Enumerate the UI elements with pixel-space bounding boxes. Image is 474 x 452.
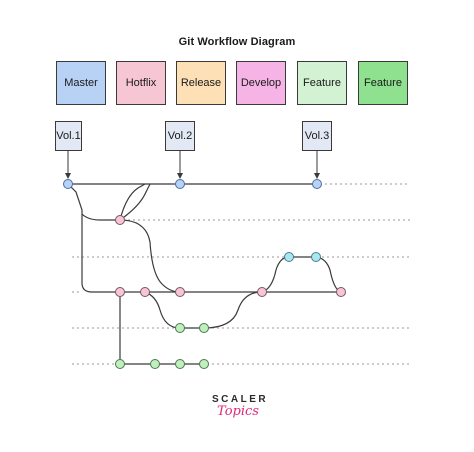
release-node-1 xyxy=(284,252,294,262)
logo-scaler-text: SCALER xyxy=(212,394,269,405)
master-node-vol3 xyxy=(312,179,322,189)
master-to-hotfix xyxy=(81,213,120,221)
feature1-node-1 xyxy=(175,323,185,333)
legend-feature-2: Feature xyxy=(358,61,408,105)
hotfix-to-develop xyxy=(119,219,181,293)
feature1-node-2 xyxy=(199,323,209,333)
release-loop xyxy=(261,256,342,293)
hotfix-node xyxy=(115,215,125,225)
release-node-2 xyxy=(311,252,321,262)
legend-develop: Develop xyxy=(236,61,286,105)
lane-guides xyxy=(72,183,410,365)
version-tag-3: Vol.3 xyxy=(302,121,332,151)
develop-node-4 xyxy=(257,287,267,297)
develop-node-2 xyxy=(140,287,150,297)
master-node-vol1 xyxy=(63,179,73,189)
feature2-node-4 xyxy=(199,359,209,369)
legend-feature-1: Feature xyxy=(297,61,347,105)
legend-master: Master xyxy=(56,61,106,105)
master-to-develop xyxy=(67,183,120,293)
feature2-node-1 xyxy=(115,359,125,369)
develop-node-5 xyxy=(336,287,346,297)
logo-topics-text: Topics xyxy=(217,404,259,419)
develop-node-3 xyxy=(175,287,185,297)
version-tag-2: Vol.2 xyxy=(165,121,195,151)
legend-release: Release xyxy=(176,61,226,105)
develop-node-1 xyxy=(115,287,125,297)
legend-hotfix: Hotflix xyxy=(116,61,166,105)
hotfix-to-master-b xyxy=(119,183,151,221)
scaler-topics-logo: SCALER Topics xyxy=(212,394,269,419)
feature2-node-2 xyxy=(150,359,160,369)
develop-to-feature1 xyxy=(144,291,204,329)
version-tag-1: Vol.1 xyxy=(55,121,82,151)
feature1-to-develop xyxy=(203,291,263,329)
branch-lines xyxy=(67,183,342,365)
feature2-node-3 xyxy=(175,359,185,369)
master-node-vol2 xyxy=(175,179,185,189)
diagram-title: Git Workflow Diagram xyxy=(178,36,296,48)
hotfix-to-master-a xyxy=(119,183,146,221)
